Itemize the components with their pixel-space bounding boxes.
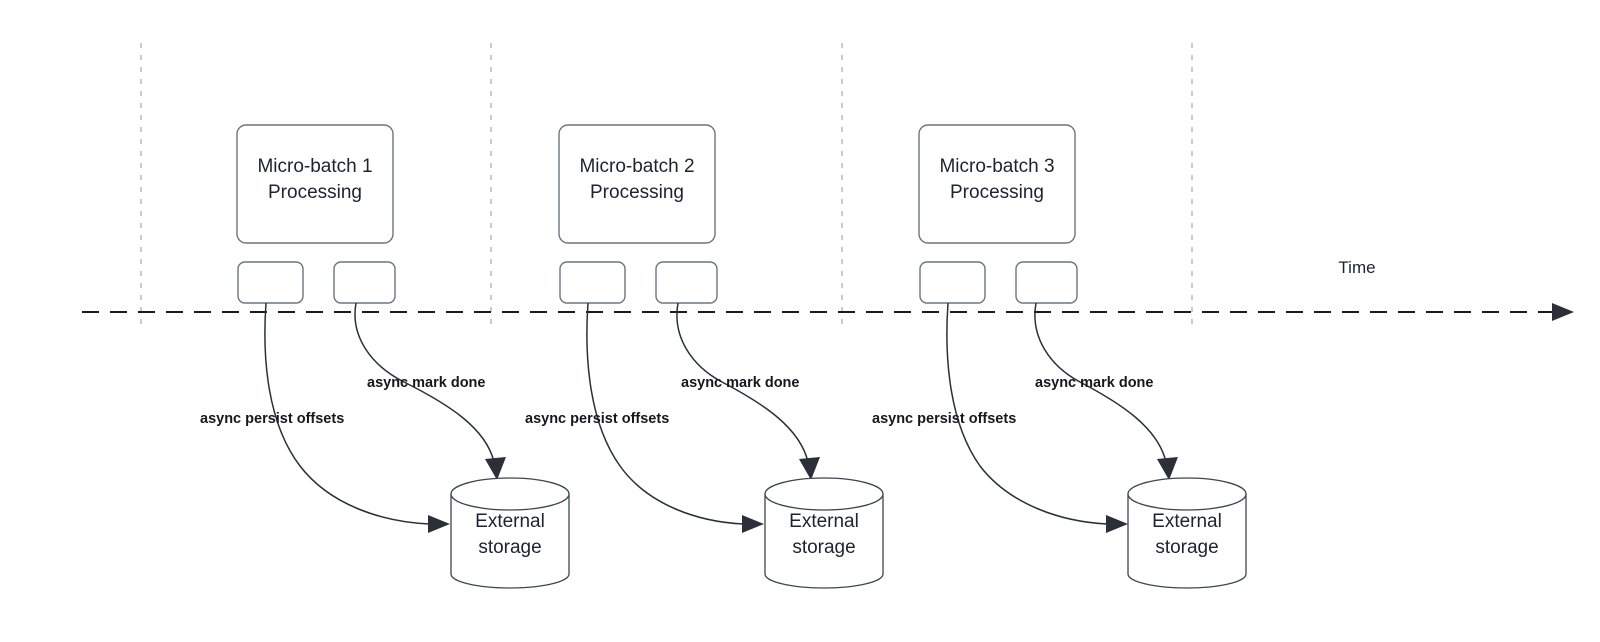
micro-batch-1-title-line1: Micro-batch 1	[257, 156, 372, 177]
micro-batch-3-box[interactable]	[918, 124, 1076, 244]
micro-batch-2-box[interactable]	[558, 124, 716, 244]
micro-batch-1-title-line2: Processing	[268, 182, 362, 203]
micro-batch-2-title-line2: Processing	[590, 182, 684, 203]
group-3: Micro-batch 3 Processing async persist o…	[872, 124, 1247, 589]
group-3-mark-done-arrowhead	[1157, 457, 1178, 480]
micro-batch-1-box[interactable]	[236, 124, 394, 244]
time-axis-label: Time	[1338, 258, 1375, 277]
group-3-mark-done-task-box[interactable]	[1015, 261, 1078, 304]
group-1-mark-done-connector	[354, 302, 495, 463]
group-1-persist-offsets-task-box[interactable]	[237, 261, 304, 304]
group-1: Micro-batch 1 Processing async persist o…	[200, 124, 570, 589]
group-2-persist-offsets-connector	[586, 302, 745, 525]
group-3-mark-done-connector	[1034, 302, 1167, 463]
group-1-external-storage-cylinder[interactable]	[450, 477, 570, 589]
group-3-persist-offsets-arrowhead	[1106, 515, 1128, 533]
group-3-storage-label-line1: External	[1152, 511, 1222, 532]
group-2-async-mark-done-label: async mark done	[681, 375, 799, 391]
timeline-arrowhead	[1552, 303, 1574, 321]
time-axis: Time	[82, 258, 1574, 321]
group-2-external-storage-cylinder[interactable]	[764, 477, 884, 589]
group-2-async-persist-offsets-label: async persist offsets	[525, 411, 669, 427]
group-2-persist-offsets-arrowhead	[742, 515, 764, 533]
group-2-storage-label-line2: storage	[792, 537, 855, 558]
group-1-persist-offsets-connector	[264, 302, 431, 525]
group-1-mark-done-task-box[interactable]	[333, 261, 396, 304]
group-3-persist-offsets-task-box[interactable]	[919, 261, 986, 304]
group-1-storage-label-line2: storage	[478, 537, 541, 558]
micro-batch-3-title-line2: Processing	[950, 182, 1044, 203]
group-1-storage-label-line1: External	[475, 511, 545, 532]
group-2: Micro-batch 2 Processing async persist o…	[525, 124, 884, 589]
group-3-storage-label-line2: storage	[1155, 537, 1218, 558]
group-3-persist-offsets-connector	[946, 302, 1109, 525]
micro-batch-3-title-line1: Micro-batch 3	[939, 156, 1054, 177]
group-1-async-persist-offsets-label: async persist offsets	[200, 411, 344, 427]
group-2-mark-done-arrowhead	[799, 457, 820, 480]
group-2-mark-done-connector	[676, 302, 809, 463]
group-3-async-persist-offsets-label: async persist offsets	[872, 411, 1016, 427]
micro-batch-2-title-line1: Micro-batch 2	[579, 156, 694, 177]
group-3-async-mark-done-label: async mark done	[1035, 375, 1153, 391]
group-1-async-mark-done-label: async mark done	[367, 375, 485, 391]
group-1-mark-done-arrowhead	[485, 457, 506, 480]
group-1-persist-offsets-arrowhead	[428, 515, 450, 533]
group-2-mark-done-task-box[interactable]	[655, 261, 718, 304]
group-2-storage-label-line1: External	[789, 511, 859, 532]
group-3-external-storage-cylinder[interactable]	[1127, 477, 1247, 589]
group-2-persist-offsets-task-box[interactable]	[559, 261, 626, 304]
